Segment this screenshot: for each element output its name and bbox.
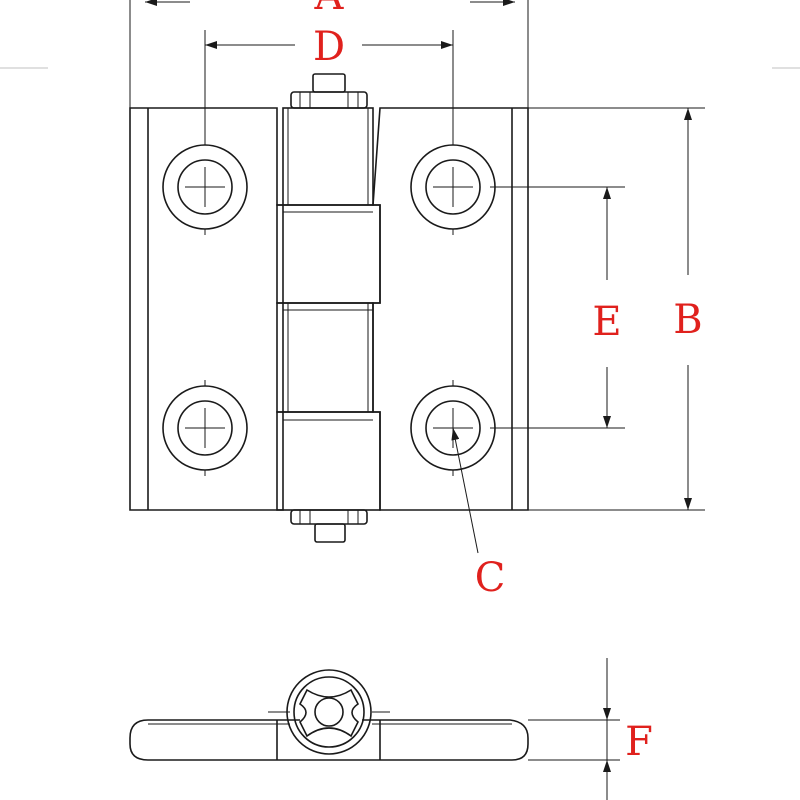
dimension-d: D xyxy=(204,24,454,145)
hinge-front-view xyxy=(129,73,529,543)
callout-c: C xyxy=(451,427,506,601)
knuckle-outer xyxy=(286,669,372,755)
label-e: E xyxy=(592,299,621,345)
knuckle-inner xyxy=(293,676,365,748)
dimension-b: B xyxy=(528,107,705,511)
pin-cap-bottom xyxy=(290,509,368,525)
dimension-a: A xyxy=(129,0,529,108)
pin-cap-top xyxy=(290,91,368,109)
pin-end xyxy=(314,697,344,727)
dimension-e: E xyxy=(490,186,625,429)
pin-tip-bottom xyxy=(314,523,346,543)
pin-washer xyxy=(298,688,360,738)
screw-hole-top-right xyxy=(410,144,496,235)
screw-hole-top-left xyxy=(162,139,248,235)
dimension-f: F xyxy=(528,658,653,800)
left-leaf xyxy=(129,107,284,511)
pin-tip-top xyxy=(312,73,346,93)
knuckle-3 xyxy=(282,302,374,413)
knuckle-1 xyxy=(282,107,374,206)
label-b: B xyxy=(673,297,702,343)
screw-hole-bottom-left xyxy=(162,380,248,476)
side-plate-outline xyxy=(129,719,529,761)
knuckle-2 xyxy=(276,204,381,304)
label-d: D xyxy=(313,24,345,70)
label-c: C xyxy=(475,555,506,601)
knuckle-4 xyxy=(276,411,381,511)
right-leaf xyxy=(372,107,529,511)
label-f: F xyxy=(625,719,653,765)
hinge-side-view xyxy=(129,669,529,761)
label-a: A xyxy=(314,0,345,19)
